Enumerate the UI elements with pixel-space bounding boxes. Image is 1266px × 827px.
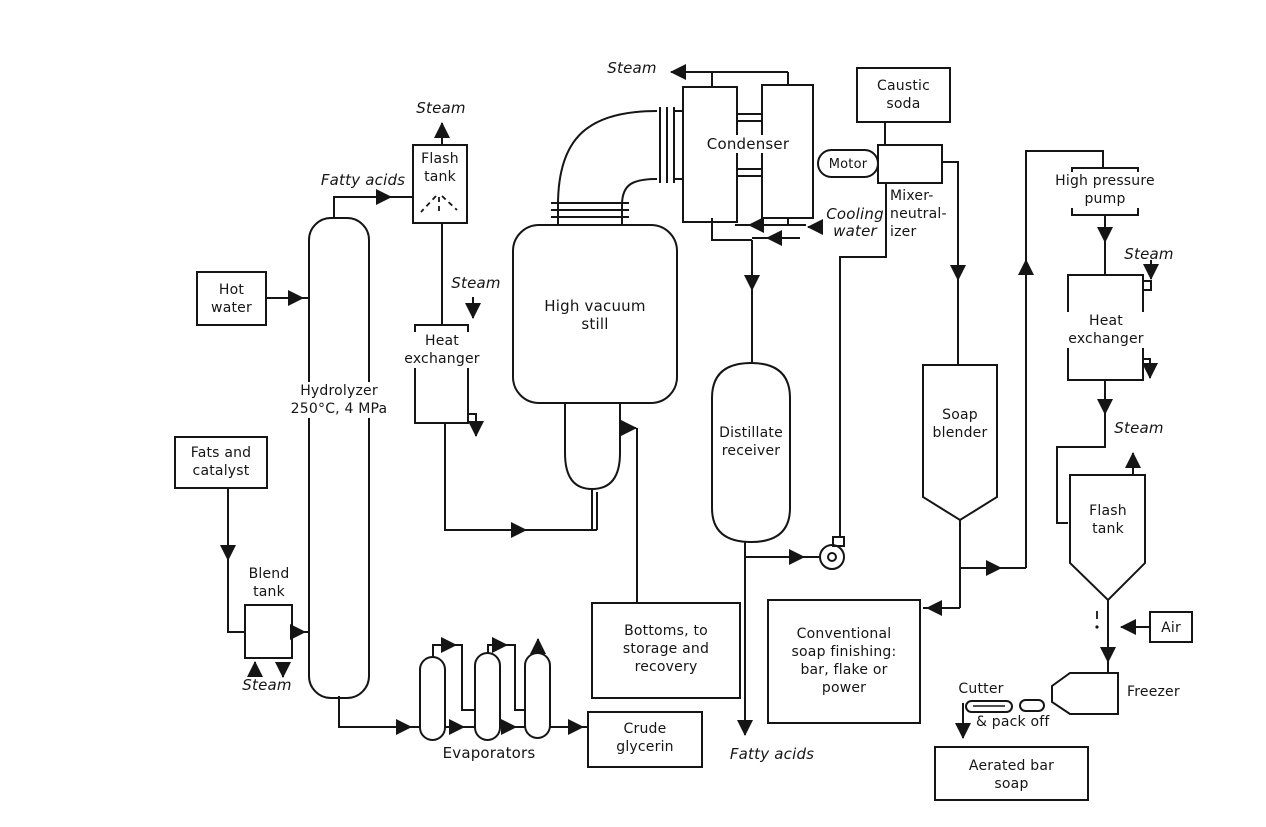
blend-tank bbox=[244, 604, 309, 678]
flash-tank-left-label: Flash tank bbox=[421, 151, 459, 185]
heat-exchanger-right-label: Heat exchanger bbox=[1061, 312, 1151, 348]
evaporator-3 bbox=[524, 652, 551, 739]
steam-label-flash-left: Steam bbox=[416, 99, 466, 117]
high-vacuum-still bbox=[512, 107, 683, 603]
freezer-label: Freezer bbox=[1127, 684, 1180, 700]
soap-finishing-box bbox=[767, 599, 921, 724]
hot-water-box bbox=[196, 271, 309, 326]
pack-off-label: & pack off bbox=[976, 714, 1050, 730]
bottoms-label: Bottoms, to storage and recovery bbox=[622, 623, 710, 675]
centrifugal-pump bbox=[819, 184, 887, 570]
air-box bbox=[1120, 611, 1193, 643]
bottoms-box bbox=[591, 602, 741, 699]
evaporator-2 bbox=[474, 652, 501, 741]
steam-label-blend-tank: Steam bbox=[242, 676, 292, 694]
hot-water-label: Hot water bbox=[211, 282, 252, 316]
soap-blender bbox=[922, 364, 1026, 616]
mixer-neutralizer bbox=[817, 67, 966, 364]
fatty-acids-label-bottom: Fatty acids bbox=[729, 745, 815, 763]
fatty-acids-label-top: Fatty acids bbox=[320, 171, 406, 189]
cutter-rollers bbox=[955, 699, 1045, 739]
caustic-soda-box bbox=[856, 67, 951, 123]
caustic-soda-label: Caustic soda bbox=[877, 78, 930, 112]
cooling-water-label: Cooling water bbox=[826, 205, 884, 240]
flash-tank-left bbox=[412, 122, 468, 325]
aerated-bar-soap-label: Aerated bar soap bbox=[968, 758, 1055, 792]
cutter-label: Cutter bbox=[958, 681, 1004, 697]
soap-finishing-label: Conventional soap finishing: bar, flake … bbox=[791, 626, 897, 696]
condenser-label: Condenser bbox=[695, 135, 801, 153]
crude-glycerin-box bbox=[587, 711, 703, 768]
heat-exchanger-left-label: Heat exchanger bbox=[397, 332, 487, 368]
steam-label-hx-left: Steam bbox=[451, 274, 501, 292]
blend-tank-label: Blend tank bbox=[248, 566, 290, 600]
crude-glycerin-label: Crude glycerin bbox=[616, 721, 674, 755]
evaporator-1 bbox=[419, 656, 446, 741]
distillate-receiver-label: Distillate receiver bbox=[719, 425, 783, 459]
aerated-bar-soap-box bbox=[934, 746, 1089, 801]
air-label: Air bbox=[1161, 620, 1181, 636]
spray-dashes bbox=[420, 195, 458, 215]
evaporator-train bbox=[419, 637, 588, 741]
fats-and-catalyst-box bbox=[174, 436, 268, 633]
evaporators-label: Evaporators bbox=[442, 744, 536, 762]
high-vacuum-still-label: High vacuum still bbox=[544, 297, 646, 333]
distillate-receiver bbox=[711, 361, 819, 736]
hydrolyzer-column bbox=[308, 189, 420, 735]
motor-label: Motor bbox=[828, 157, 868, 172]
condenser bbox=[670, 64, 823, 363]
steam-label-flash-right: Steam bbox=[1114, 419, 1164, 437]
mixer-neutralizer-label: Mixer- neutral- izer bbox=[890, 188, 947, 240]
hydrolyzer-label: Hydrolyzer 250°C, 4 MPa bbox=[282, 382, 396, 418]
high-pressure-pump-label: High pressure pump bbox=[1038, 172, 1172, 208]
fats-and-catalyst-label: Fats and catalyst bbox=[190, 445, 252, 479]
steam-label-condenser: Steam bbox=[607, 59, 657, 77]
flash-tank-right bbox=[1069, 452, 1146, 673]
soap-blender-label: Soap blender bbox=[932, 407, 988, 441]
heat-exchanger-left bbox=[414, 297, 598, 538]
recycle-line bbox=[1018, 150, 1104, 568]
freezer bbox=[1051, 672, 1119, 715]
steam-label-hx-right: Steam bbox=[1124, 245, 1174, 263]
heat-exchanger-right bbox=[1056, 260, 1159, 524]
flash-tank-right-label: Flash tank bbox=[1089, 503, 1127, 537]
motor-symbol bbox=[817, 149, 879, 178]
